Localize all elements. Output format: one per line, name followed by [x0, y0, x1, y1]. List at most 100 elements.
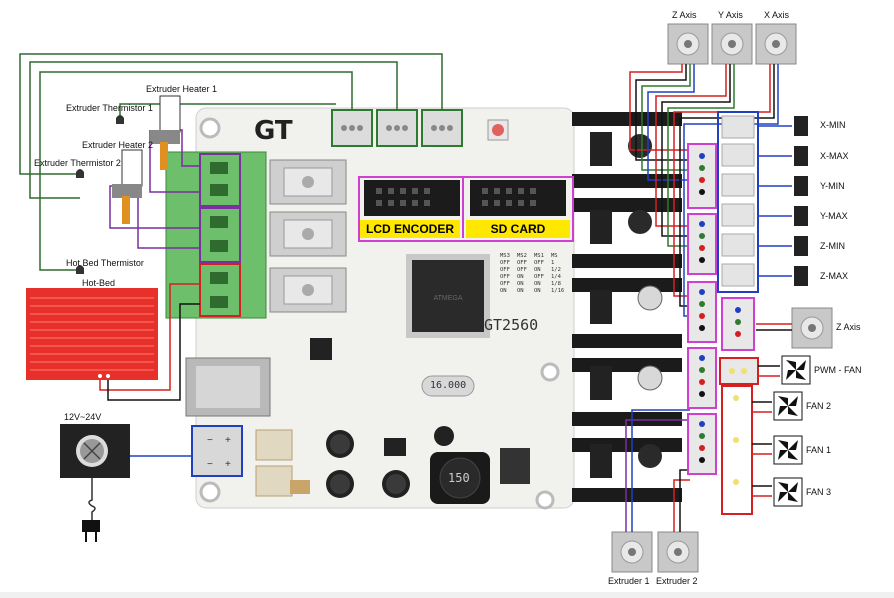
stepper-motor-z-side: [791, 307, 833, 349]
lcd-sd-frame: [358, 176, 574, 242]
table-cell: 1/4: [551, 274, 561, 280]
table-cell: ON: [534, 267, 541, 273]
label-extruder-1: Extruder 1: [608, 576, 650, 586]
table-cell: 1/2: [551, 267, 561, 273]
label-y-axis-top: Y Axis: [718, 10, 743, 20]
table-cell: OFF: [517, 260, 527, 266]
table-cell: OFF: [500, 281, 510, 287]
table-cell: 1/16: [551, 288, 565, 294]
sd-card-label: SD CARD: [466, 220, 570, 238]
label-x-min: X-MIN: [820, 120, 846, 130]
label-x-axis-top: X Axis: [764, 10, 790, 20]
stepper-motor-extruder-1: [611, 531, 653, 573]
motor-wires: [625, 64, 792, 532]
table-cell: ON: [500, 288, 507, 294]
table-cell: ON: [534, 281, 541, 287]
label-z-max: Z-MAX: [820, 271, 848, 281]
table-cell: OFF: [500, 267, 510, 273]
board-logo: GT: [254, 116, 293, 146]
mosfet-3: [269, 267, 347, 313]
mosfet-1: [269, 159, 347, 205]
table-row: OFF ON ON 1/8: [500, 281, 565, 288]
label-power-supply: 12V~24V: [64, 412, 102, 422]
mounting-hole: [535, 490, 555, 510]
fan-icon: [773, 477, 803, 507]
label-z-axis-top: Z Axis: [672, 10, 697, 20]
thermistor-wires: [19, 53, 443, 271]
table-cell: ON: [534, 288, 541, 294]
stepper-motor-z-top: [667, 23, 709, 65]
table-cell: 1: [551, 260, 555, 266]
svg-text:ATMEGA: ATMEGA: [433, 295, 462, 302]
hot-bed: [26, 288, 158, 380]
label-z-min: Z-MIN: [820, 241, 845, 251]
table-row: ON ON ON 1/16: [500, 288, 565, 295]
power-terminal: − + − +: [191, 425, 243, 477]
table-row: OFF OFF ON 1/2: [500, 267, 565, 274]
label-hot-bed: Hot-Bed: [82, 278, 116, 288]
label-extruder-thermistor-1: Extruder Thermistor 1: [66, 103, 153, 113]
capacitor: [434, 426, 454, 446]
capacitor: [628, 134, 652, 158]
fan-connectors: [719, 357, 780, 515]
mounting-hole: [199, 117, 221, 139]
label-y-min: Y-MIN: [820, 181, 845, 191]
extruder-heater-1: [150, 95, 181, 170]
power-supply: [60, 424, 130, 542]
table-header: MS3: [500, 253, 510, 259]
stepper-motor-extruder-2: [657, 531, 699, 573]
table-cell: ON: [517, 274, 524, 280]
thermistor-connectors: [331, 109, 463, 147]
driver-connectors: [687, 143, 755, 475]
label-fan-1: FAN 1: [806, 445, 832, 455]
label-pwm-fan: PWM - FAN: [814, 365, 862, 375]
controller-board: ATMEGA: [185, 107, 682, 510]
heater-terminal-block: [165, 151, 267, 319]
mounting-hole: [199, 481, 221, 503]
crystal-label: 16.000: [430, 380, 467, 391]
microstep-table: MS3 MS2 MS1 MS OFF OFF OFF 1 OFF OFF ON …: [500, 253, 565, 295]
label-fan-3: FAN 3: [806, 487, 832, 497]
svg-text:−: −: [207, 459, 213, 470]
svg-text:+: +: [225, 435, 231, 446]
svg-text:+: +: [225, 459, 231, 470]
stepper-motor-y-top: [711, 23, 753, 65]
stepper-motor-x-top: [755, 23, 797, 65]
table-cell: OFF: [517, 267, 527, 273]
label-hot-bed-thermistor: Hot Bed Thermistor: [66, 258, 144, 268]
label-y-max: Y-MAX: [820, 211, 848, 221]
table-cell: OFF: [500, 274, 510, 280]
label-fan-2: FAN 2: [806, 401, 832, 411]
endstop-connectors: [717, 111, 808, 293]
label-extruder-heater-1: Extruder Heater 1: [146, 84, 218, 94]
table-header-row: MS3 MS2 MS1 MS: [500, 253, 565, 260]
table-row: OFF OFF OFF 1: [500, 260, 565, 267]
label-extruder-2: Extruder 2: [656, 576, 698, 586]
capacitor: [326, 470, 354, 498]
table-cell: ON: [517, 281, 524, 287]
fan-icon: [773, 435, 803, 465]
inductor: [430, 452, 490, 504]
table-header: MS2: [517, 253, 527, 259]
capacitor: [326, 430, 354, 458]
usb-port: [185, 357, 271, 417]
label-extruder-thermistor-2: Extruder Thermistor 2: [34, 158, 121, 168]
board-model: GT2560: [484, 316, 539, 334]
table-row: OFF ON OFF 1/4: [500, 274, 565, 281]
table-header: MS: [551, 253, 558, 259]
label-extruder-heater-2: Extruder Heater 2: [82, 140, 154, 150]
label-x-max: X-MAX: [820, 151, 849, 161]
table-cell: OFF: [534, 260, 544, 266]
fan-icon: [773, 391, 803, 421]
table-cell: 1/8: [551, 281, 561, 287]
svg-text:−: −: [207, 435, 213, 446]
mcu-chip: ATMEGA: [406, 254, 490, 338]
inductor-label: 150: [448, 471, 470, 485]
label-z-axis-side: Z Axis: [836, 322, 861, 332]
capacitor: [637, 285, 663, 311]
thermistor-icon: [76, 115, 124, 274]
extruder-heater-2: [112, 149, 143, 224]
capacitor: [638, 444, 662, 468]
lcd-encoder-label: LCD ENCODER: [360, 220, 460, 238]
